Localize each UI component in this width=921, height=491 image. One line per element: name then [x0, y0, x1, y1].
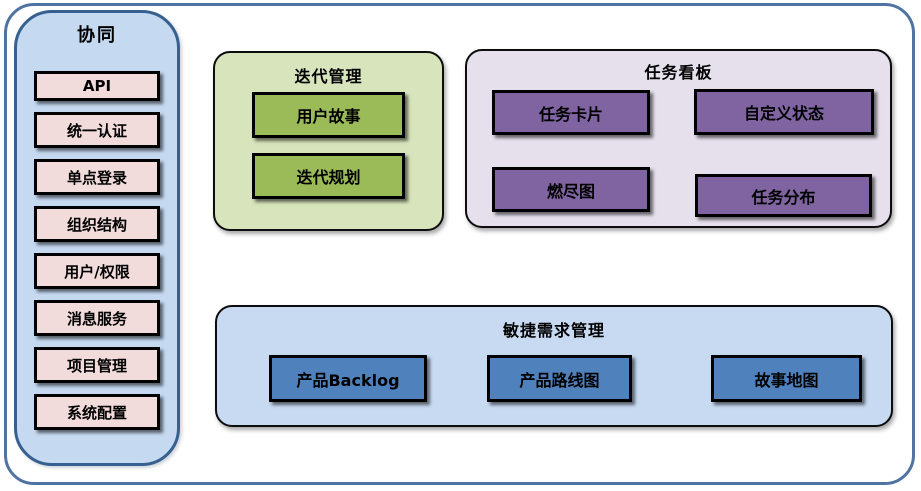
box-story-map: 故事地图: [711, 355, 862, 402]
box-user-story: 用户故事: [252, 92, 405, 138]
box-product-backlog: 产品Backlog: [269, 355, 427, 402]
section-iteration-management: 迭代管理 用户故事 迭代规划: [213, 51, 444, 231]
sidebar-item-sso: 单点登录: [34, 159, 160, 195]
sidebar-item-system-config: 系统配置: [34, 394, 160, 430]
sidebar-collaboration-panel: 协同 API 统一认证 单点登录 组织结构 用户/权限 消息服务 项目管理 系统…: [14, 10, 180, 466]
sidebar-title: 协同: [77, 25, 117, 46]
box-iteration-planning: 迭代规划: [252, 153, 405, 199]
section-agile-requirements: 敏捷需求管理 产品Backlog 产品路线图 故事地图: [215, 305, 893, 427]
box-task-distribution: 任务分布: [695, 174, 872, 217]
sidebar-item-unified-auth: 统一认证: [34, 112, 160, 148]
section-agile-title: 敏捷需求管理: [502, 321, 605, 340]
section-iteration-title: 迭代管理: [294, 67, 363, 86]
sidebar-item-project-management: 项目管理: [34, 347, 160, 383]
section-kanban-title: 任务看板: [644, 63, 713, 82]
sidebar-item-org-structure: 组织结构: [34, 206, 160, 242]
section-task-kanban: 任务看板 任务卡片 自定义状态 燃尽图 任务分布: [465, 49, 892, 228]
box-burndown-chart: 燃尽图: [492, 167, 650, 212]
box-task-card: 任务卡片: [492, 90, 650, 135]
box-custom-status: 自定义状态: [694, 89, 874, 135]
sidebar-item-api: API: [34, 71, 160, 101]
sidebar-item-user-permissions: 用户/权限: [34, 253, 160, 289]
sidebar-item-message-service: 消息服务: [34, 300, 160, 336]
box-product-roadmap: 产品路线图: [487, 355, 632, 402]
